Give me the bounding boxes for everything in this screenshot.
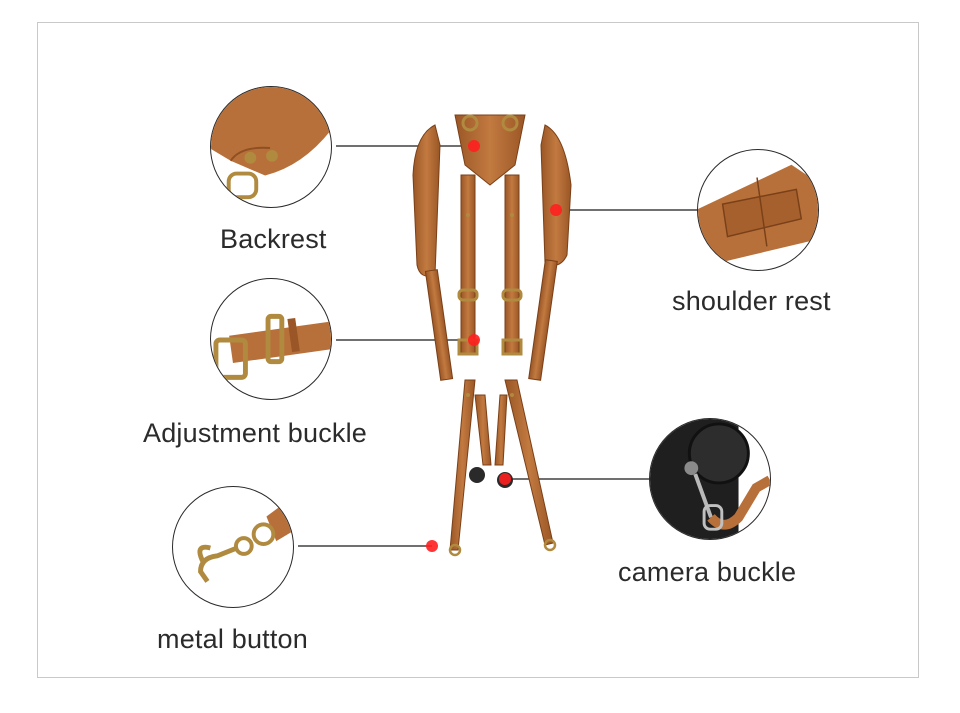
label-shoulder-rest: shoulder rest	[672, 286, 831, 316]
marker-metal-button	[426, 540, 438, 552]
detail-adjustment-buckle-image	[210, 278, 332, 400]
label-metal-button: metal button	[157, 624, 308, 654]
image-frame	[37, 22, 919, 678]
marker-backrest	[468, 140, 480, 152]
marker-shoulder-rest	[550, 204, 562, 216]
harness-product-image	[412, 114, 572, 557]
detail-backrest-image	[210, 86, 332, 208]
marker-adjustment-buckle	[468, 334, 480, 346]
label-camera-buckle: camera buckle	[618, 557, 797, 587]
detail-camera-buckle-image	[649, 418, 771, 540]
marker-camera-buckle	[499, 473, 511, 485]
label-backrest: Backrest	[220, 224, 327, 254]
detail-metal-button-image	[172, 486, 294, 608]
detail-shoulder-rest-image	[697, 149, 819, 271]
label-adjustment-buckle: Adjustment buckle	[143, 418, 368, 448]
